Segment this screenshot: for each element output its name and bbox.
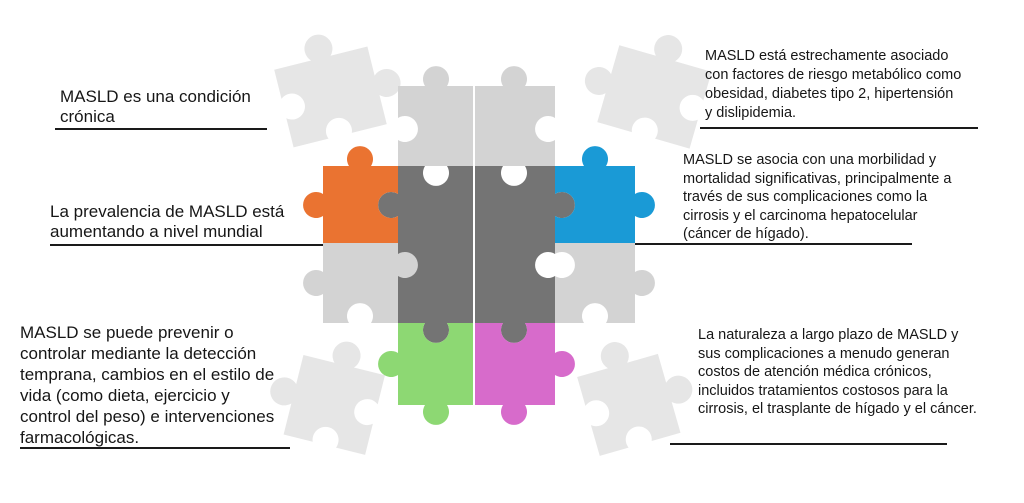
faded-piece-bottom-left xyxy=(270,341,385,455)
piece-top-left-gray xyxy=(398,66,473,166)
piece-blue xyxy=(555,146,655,243)
faded-piece-top-left xyxy=(274,34,401,148)
statement-prevention: MASLD se puede prevenir o controlar medi… xyxy=(20,323,275,447)
divider-line xyxy=(700,127,978,129)
divider-line xyxy=(50,244,323,246)
divider-line xyxy=(55,128,267,130)
statement-morbidity: MASLD se asocia con una morbilidad y mor… xyxy=(683,152,952,242)
piece-top-right-gray xyxy=(475,66,555,166)
piece-lower-right-gray xyxy=(555,243,655,323)
divider-line xyxy=(20,447,290,449)
piece-green xyxy=(378,323,473,425)
statement-prevalence: La prevalencia de MASLD está aumentando … xyxy=(50,202,285,241)
faded-piece-top-right xyxy=(584,35,712,149)
statement-costs: La naturaleza a largo plazo de MASLD y s… xyxy=(698,327,977,417)
divider-line xyxy=(635,243,912,245)
piece-lower-left-gray xyxy=(303,243,418,323)
faded-piece-bottom-right xyxy=(577,342,693,456)
piece-pink xyxy=(475,323,575,425)
statement-risk-factors: MASLD está estrechamente asociado con fa… xyxy=(705,48,962,121)
statement-chronic: MASLD es una condición crónica xyxy=(60,87,251,126)
divider-line xyxy=(670,443,947,445)
piece-orange xyxy=(303,146,398,243)
piece-center-right-dark xyxy=(475,166,575,343)
piece-center-left-dark xyxy=(378,166,473,343)
